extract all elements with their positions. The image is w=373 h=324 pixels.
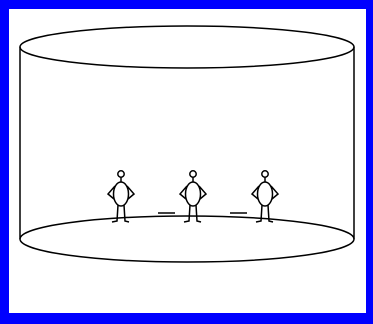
cylinder-top-ellipse [20, 26, 354, 68]
diagram-canvas [9, 9, 366, 313]
figure-head [118, 171, 124, 177]
figure-right-leg [196, 205, 201, 222]
diagram-svg [9, 9, 366, 313]
figure-body [186, 182, 201, 206]
figure-left-leg [112, 205, 118, 222]
figure-body [114, 182, 129, 206]
stick-figure-icon [180, 171, 206, 222]
figure-head [262, 171, 268, 177]
figure-right-leg [124, 205, 129, 222]
figure-body [258, 182, 273, 206]
cylinder-bottom-ellipse [20, 216, 354, 262]
stick-figure-icon [108, 171, 134, 222]
stick-figure-icon [252, 171, 278, 222]
figure-head [190, 171, 196, 177]
figure-left-leg [184, 205, 190, 222]
cylinder-icon [20, 26, 354, 262]
figure-left-leg [256, 205, 262, 222]
figures-group [108, 171, 278, 222]
